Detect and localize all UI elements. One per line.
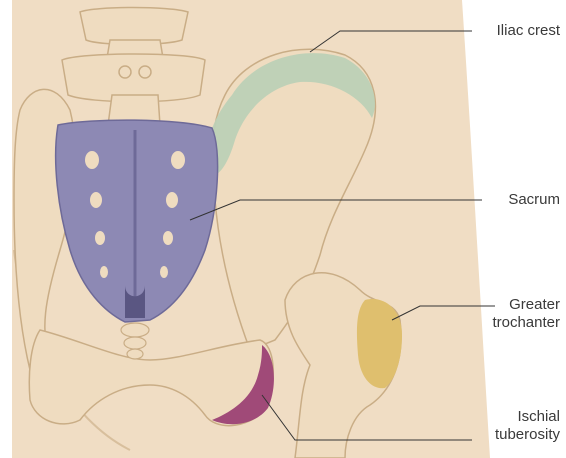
- label-iliac-crest-text: Iliac crest: [472, 22, 560, 40]
- label-ischial-tuberosity-line1: Ischial: [460, 408, 560, 426]
- label-greater-trochanter-line1: Greater: [460, 296, 560, 314]
- label-greater-trochanter: Greater trochanter: [460, 296, 560, 332]
- label-greater-trochanter-line2: trochanter: [460, 314, 560, 332]
- label-sacrum-text: Sacrum: [480, 191, 560, 209]
- label-ischial-tuberosity-line2: tuberosity: [460, 426, 560, 444]
- label-sacrum: Sacrum: [480, 191, 560, 209]
- label-ischial-tuberosity: Ischial tuberosity: [460, 408, 560, 444]
- label-iliac-crest: Iliac crest: [472, 22, 560, 40]
